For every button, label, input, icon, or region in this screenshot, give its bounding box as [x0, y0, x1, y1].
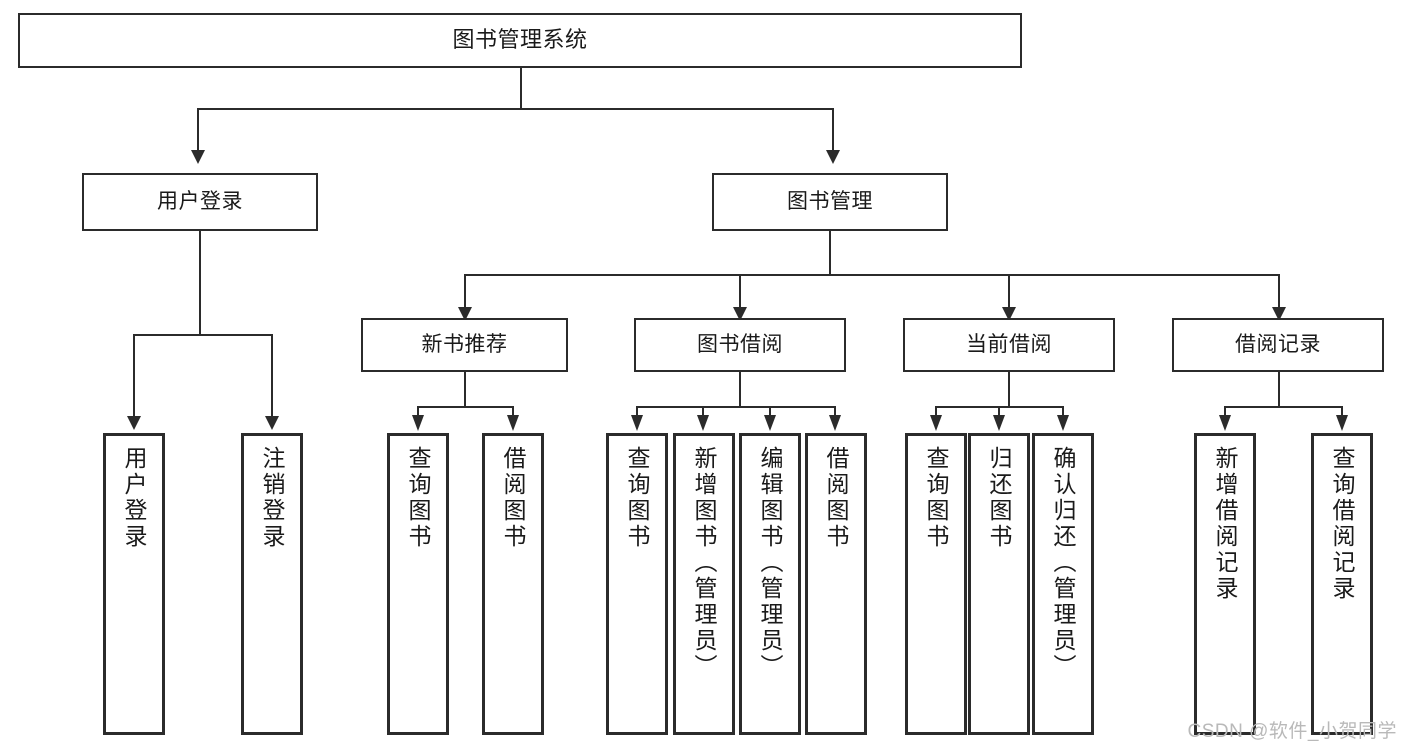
- node-label: 借阅图书: [500, 446, 527, 550]
- connector-bm-to-borrow-record: [1278, 274, 1280, 310]
- connector-bm-to-current-borrow: [1008, 274, 1010, 310]
- connector-cb-to-leaf-3: [1062, 406, 1064, 418]
- node-label: 新增借阅记录: [1212, 446, 1239, 602]
- node-label: 图书借阅: [697, 333, 783, 357]
- connector-borrow-record-stem: [1278, 372, 1280, 407]
- node-label: 用户登录: [121, 446, 148, 550]
- connector-book-management-stem: [829, 231, 831, 275]
- connector-nb-to-leaf-1: [417, 406, 419, 418]
- node-label: 新书推荐: [421, 333, 508, 357]
- node-label: 借阅记录: [1235, 333, 1321, 357]
- arrowhead-bb-to-leaf-2: [697, 415, 709, 431]
- arrowhead-br-to-leaf-1: [1219, 415, 1231, 431]
- connector-user-login-to-leaf-2: [271, 334, 273, 418]
- arrowhead-nb-to-leaf-1: [412, 415, 424, 431]
- connector-nb-to-leaf-2: [512, 406, 514, 418]
- arrowhead-cb-to-leaf-3: [1057, 415, 1069, 431]
- connector-bb-to-leaf-2: [702, 406, 704, 418]
- connector-user-login-bus: [133, 334, 271, 336]
- connector-book-borrow-bus: [636, 406, 834, 408]
- arrowhead-bb-to-leaf-3: [764, 415, 776, 431]
- node-book-borrowing[interactable]: 图书借阅: [634, 318, 846, 372]
- leaf-confirm-return-admin[interactable]: 确认归还（管理员）: [1032, 433, 1094, 735]
- leaf-query-book-new[interactable]: 查询图书: [387, 433, 449, 735]
- arrowhead-cb-to-leaf-2: [993, 415, 1005, 431]
- leaf-add-borrow-record[interactable]: 新增借阅记录: [1194, 433, 1256, 735]
- arrowhead-bb-to-leaf-4: [829, 415, 841, 431]
- node-user-login[interactable]: 用户登录: [82, 173, 318, 231]
- connector-bb-to-leaf-3: [769, 406, 771, 418]
- connector-cb-to-leaf-1: [935, 406, 937, 418]
- arrowhead-bm-to-borrow-record: [1272, 307, 1286, 321]
- leaf-borrow-book-new[interactable]: 借阅图书: [482, 433, 544, 735]
- arrowhead-user-login-to-leaf-2: [265, 416, 279, 430]
- connector-br-to-leaf-1: [1224, 406, 1226, 418]
- leaf-query-borrow-record[interactable]: 查询借阅记录: [1311, 433, 1373, 735]
- node-label: 新增图书（管理员）: [691, 446, 718, 680]
- node-label: 归还图书: [986, 446, 1013, 550]
- connector-current-borrow-stem: [1008, 372, 1010, 407]
- arrowhead-bb-to-leaf-1: [631, 415, 643, 431]
- connector-root-to-user-login: [197, 108, 199, 152]
- node-label: 注销登录: [259, 446, 286, 550]
- arrowhead-nb-to-leaf-2: [507, 415, 519, 431]
- connector-bm-to-book-borrow: [739, 274, 741, 310]
- node-label: 当前借阅: [966, 333, 1052, 357]
- connector-new-book-bus: [417, 406, 513, 408]
- arrowhead-root-to-user-login: [191, 150, 205, 164]
- leaf-edit-book-admin[interactable]: 编辑图书（管理员）: [739, 433, 801, 735]
- connector-br-to-leaf-2: [1341, 406, 1343, 418]
- connector-bb-to-leaf-4: [834, 406, 836, 418]
- node-current-borrowing[interactable]: 当前借阅: [903, 318, 1115, 372]
- node-label: 查询图书: [624, 446, 651, 550]
- connector-bm-to-new-book: [464, 274, 466, 310]
- node-borrowing-record[interactable]: 借阅记录: [1172, 318, 1384, 372]
- connector-user-login-stem: [199, 231, 201, 335]
- leaf-borrow-book-borrow[interactable]: 借阅图书: [805, 433, 867, 735]
- arrowhead-bm-to-book-borrow: [733, 307, 747, 321]
- leaf-user-login[interactable]: 用户登录: [103, 433, 165, 735]
- arrowhead-user-login-to-leaf-1: [127, 416, 141, 430]
- node-new-book-recommendation[interactable]: 新书推荐: [361, 318, 568, 372]
- connector-user-login-to-leaf-1: [133, 334, 135, 418]
- connector-new-book-stem: [464, 372, 466, 407]
- leaf-logout[interactable]: 注销登录: [241, 433, 303, 735]
- node-book-management[interactable]: 图书管理: [712, 173, 948, 231]
- leaf-query-book-borrow[interactable]: 查询图书: [606, 433, 668, 735]
- connector-root-bus: [197, 108, 833, 110]
- arrowhead-root-to-book-management: [826, 150, 840, 164]
- leaf-add-book-admin[interactable]: 新增图书（管理员）: [673, 433, 735, 735]
- connector-bb-to-leaf-1: [636, 406, 638, 418]
- arrowhead-bm-to-current-borrow: [1002, 307, 1016, 321]
- arrowhead-br-to-leaf-2: [1336, 415, 1348, 431]
- node-label: 图书管理: [787, 190, 873, 214]
- connector-book-management-bus: [464, 274, 1278, 276]
- connector-cb-to-leaf-2: [998, 406, 1000, 418]
- node-label: 查询借阅记录: [1329, 446, 1356, 602]
- node-label: 借阅图书: [823, 446, 850, 550]
- node-label: 用户登录: [157, 190, 243, 214]
- arrowhead-cb-to-leaf-1: [930, 415, 942, 431]
- node-label: 确认归还（管理员）: [1050, 446, 1077, 680]
- leaf-return-book[interactable]: 归还图书: [968, 433, 1030, 735]
- node-label: 查询图书: [923, 446, 950, 550]
- node-label: 查询图书: [405, 446, 432, 550]
- connector-book-borrow-stem: [739, 372, 741, 407]
- arrowhead-bm-to-new-book: [458, 307, 472, 321]
- connector-borrow-record-bus: [1224, 406, 1342, 408]
- node-label: 图书管理系统: [452, 27, 588, 53]
- leaf-query-book-current[interactable]: 查询图书: [905, 433, 967, 735]
- node-root-library-management-system[interactable]: 图书管理系统: [18, 13, 1022, 68]
- node-label: 编辑图书（管理员）: [757, 446, 784, 680]
- connector-root-stem: [520, 68, 522, 109]
- connector-root-to-book-management: [832, 108, 834, 152]
